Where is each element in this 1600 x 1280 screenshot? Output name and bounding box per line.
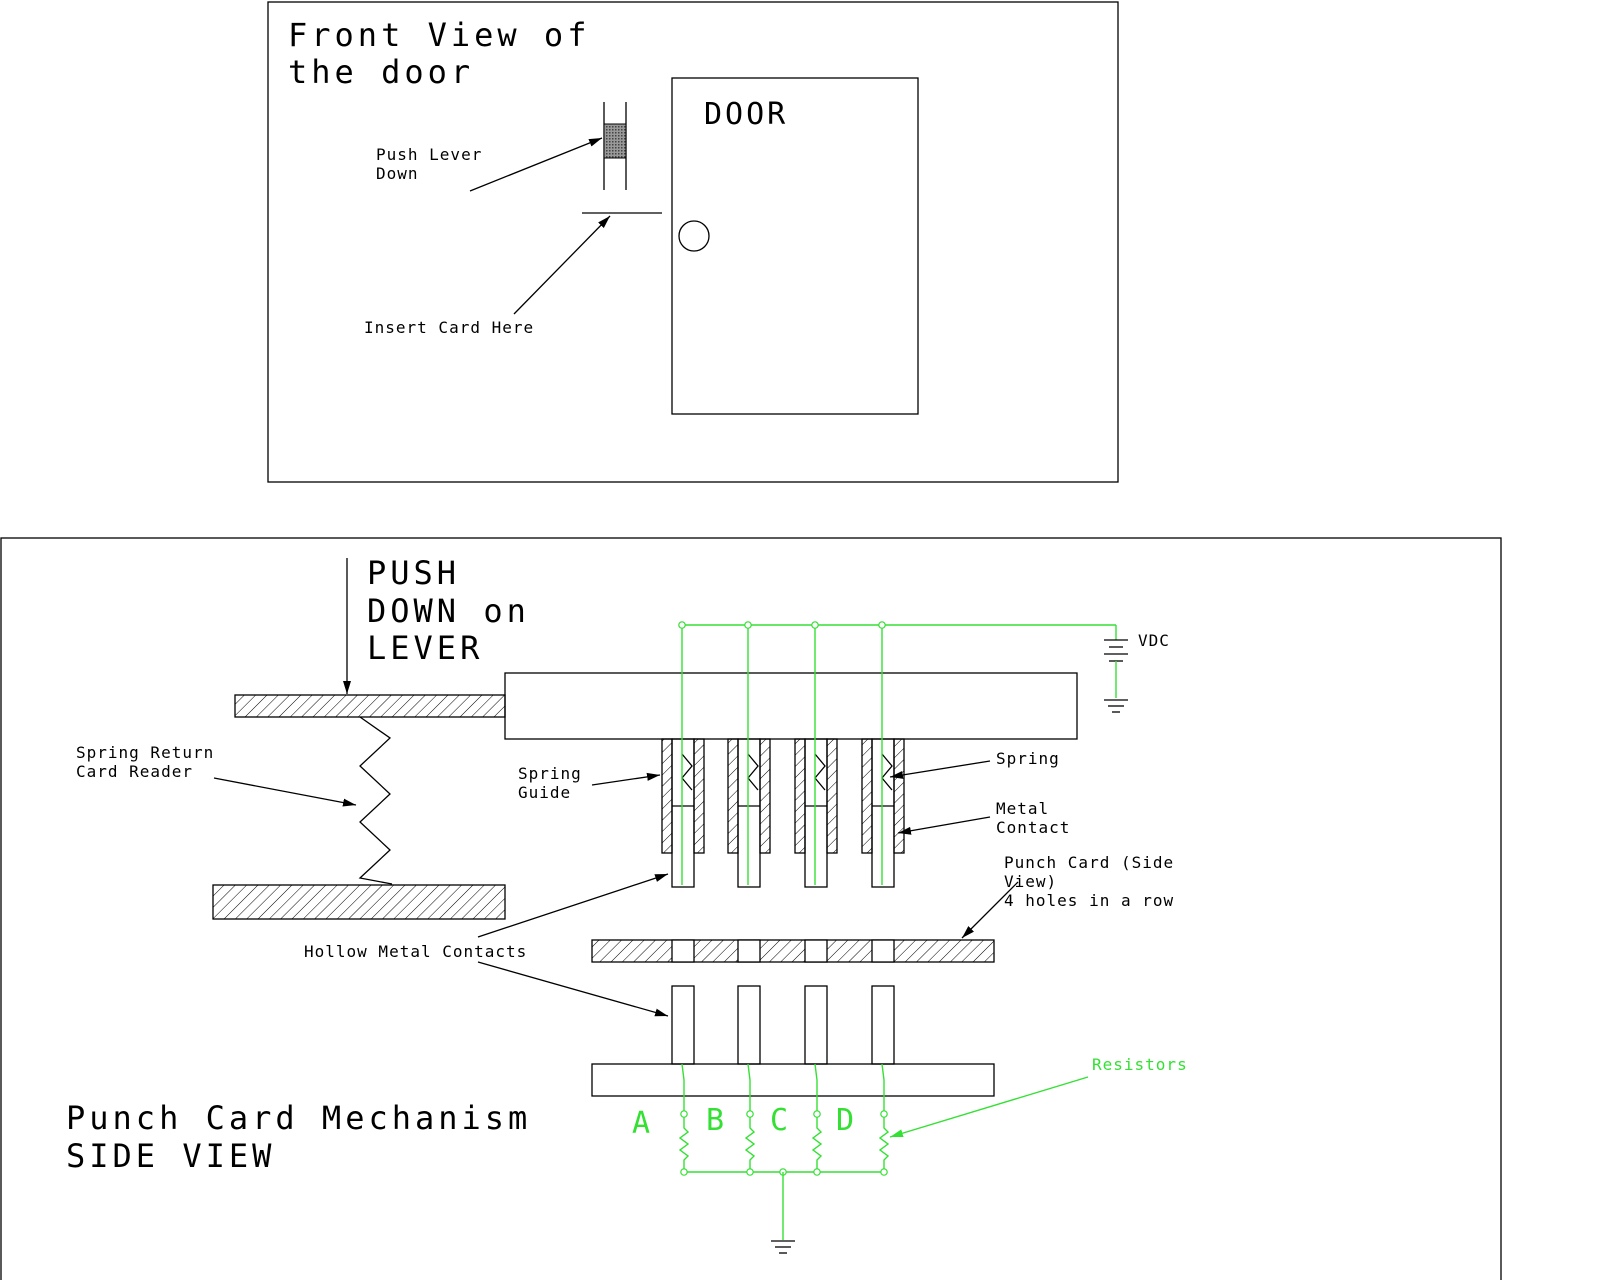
lower-contact-c (804, 985, 828, 1065)
resistor-c (811, 1117, 823, 1172)
punch-card-hole (871, 939, 895, 963)
spring-guide-unit-a (661, 738, 705, 888)
push-label-line1: PUSH (367, 554, 460, 592)
metal-contact-arrow (897, 816, 991, 835)
battery-symbol (1104, 639, 1128, 698)
door (671, 77, 919, 415)
ground-symbol-top (1104, 699, 1128, 713)
ground-symbol-bottom (771, 1240, 795, 1254)
lever-slot (603, 102, 627, 190)
channel-label-c: C (770, 1103, 790, 1138)
punch-card-label-line2: View) (1004, 872, 1057, 891)
lower-contact-a (671, 985, 695, 1065)
resistor-a (678, 1117, 690, 1172)
hollow-contacts-arrow-lower (477, 961, 669, 1017)
push-lever-label-line2: Down (376, 164, 419, 183)
metal-contact-label-line1: Metal (996, 799, 1049, 818)
base-plate (212, 884, 506, 920)
channel-label-d: D (836, 1103, 856, 1138)
resistor-b (744, 1117, 756, 1172)
lever-arm (234, 694, 506, 718)
spring-label: Spring (996, 749, 1060, 768)
door-label: DOOR (704, 97, 788, 132)
side-view-border (0, 537, 1502, 1280)
vdc-label: VDC (1138, 631, 1170, 650)
circuit: VDC (632, 621, 1188, 1254)
front-view-panel: Front View of the door DOOR Push Lever D… (267, 1, 1119, 483)
push-label-line2: DOWN on (367, 592, 530, 630)
resistors-label: Resistors (1092, 1055, 1188, 1074)
front-view-border (267, 1, 1119, 483)
hollow-contacts-label: Hollow Metal Contacts (304, 942, 527, 961)
spring-guide-arrow (591, 772, 661, 786)
spring-guide-label-line1: Spring (518, 764, 582, 783)
channel-label-a: A (632, 1106, 652, 1141)
spring-guide-unit-b (727, 738, 771, 888)
side-view-title-line1: Punch Card Mechanism (66, 1099, 531, 1137)
spring-return-label-line2: Card Reader (76, 762, 193, 781)
push-lever-label-line1: Push Lever (376, 145, 482, 164)
spring-guide-label-line2: Guide (518, 783, 571, 802)
resistor-d (878, 1117, 890, 1172)
door-knob (678, 220, 710, 252)
hollow-contacts-arrow-upper (477, 873, 669, 938)
side-view-panel: PUSH DOWN on LEVER Spring Return Card Re… (0, 537, 1502, 1280)
insert-card-label: Insert Card Here (364, 318, 534, 337)
return-spring (358, 716, 393, 885)
lower-contact-d (871, 985, 895, 1065)
spring-guide-unit-c (794, 738, 838, 888)
spring-arrow (889, 760, 991, 779)
spring-guide-unit-d (861, 738, 905, 888)
spring-return-arrow (213, 777, 357, 807)
lower-base-block (591, 1063, 995, 1097)
lever-handle (603, 123, 627, 159)
punch-card-arrow (961, 881, 1019, 939)
push-lever-arrow (469, 137, 603, 192)
upper-contact-block (504, 672, 1078, 740)
channel-label-b: B (706, 1103, 726, 1138)
punch-card-label-line1: Punch Card (Side (1004, 853, 1174, 872)
punch-card-label-line3: 4 holes in a row (1004, 891, 1174, 910)
spring-return-label-line1: Spring Return (76, 743, 214, 762)
front-view-title-line2: the door (288, 53, 474, 91)
lower-contact-b (737, 985, 761, 1065)
insert-card-arrow (513, 215, 611, 315)
resistors-arrow (889, 1076, 1089, 1138)
side-view-title-line2: SIDE VIEW (66, 1137, 275, 1175)
punch-card-hole (737, 939, 761, 963)
front-view-title-line1: Front View of (288, 16, 590, 54)
punch-card-hole (671, 939, 695, 963)
push-label-line3: LEVER (367, 629, 483, 667)
punch-card-hole (804, 939, 828, 963)
punch-card (591, 939, 995, 963)
metal-contact-label-line2: Contact (996, 818, 1070, 837)
